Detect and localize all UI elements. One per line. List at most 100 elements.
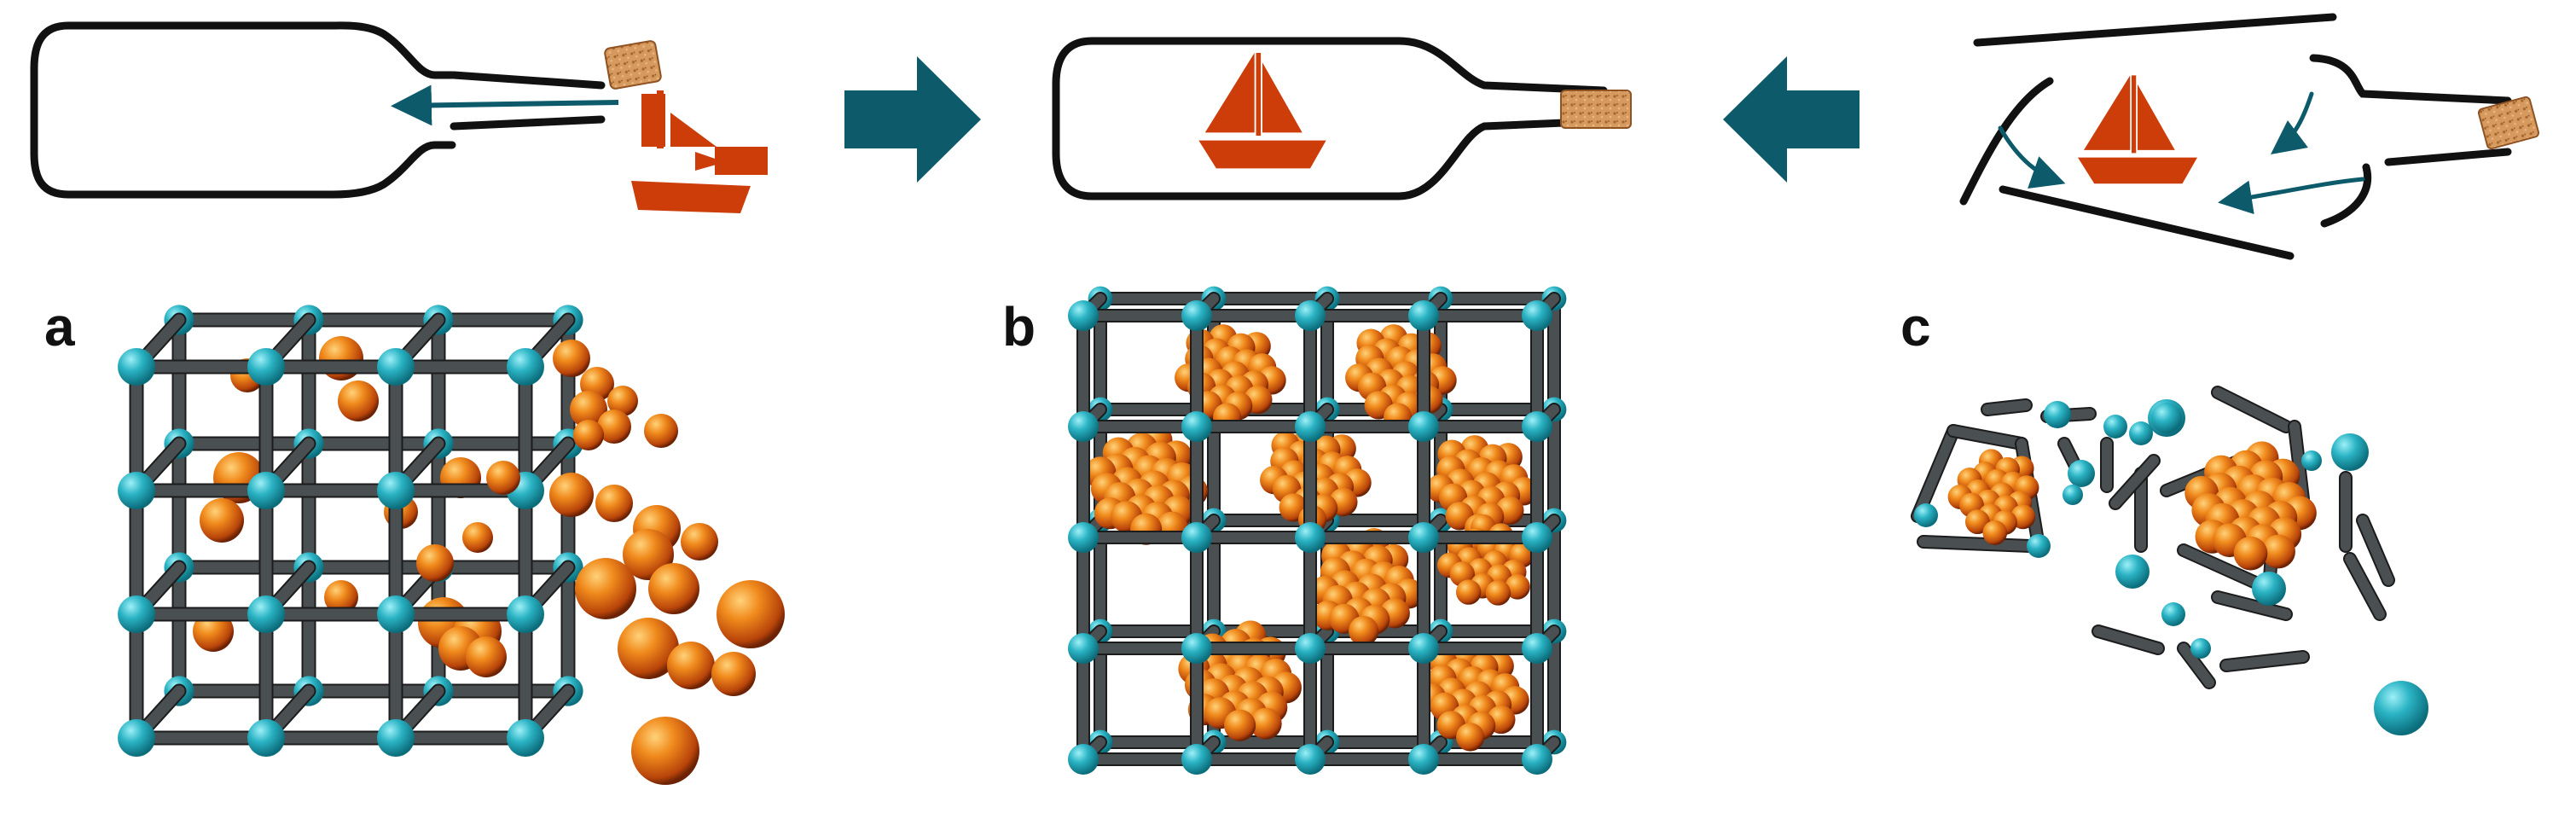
node (1295, 300, 1326, 331)
node (1068, 411, 1099, 442)
node (1068, 633, 1099, 664)
nanoparticle (549, 473, 594, 517)
node (2063, 485, 2083, 505)
nanoparticle (1224, 709, 1256, 741)
nanoparticle (607, 386, 638, 416)
node (2129, 421, 2153, 445)
node (1408, 522, 1439, 553)
node (377, 472, 415, 509)
node (507, 719, 544, 757)
nanoparticle-cluster (1345, 324, 1457, 432)
node (1181, 744, 1212, 775)
sailboat-parts-icon (631, 90, 768, 213)
node (2374, 681, 2428, 735)
nanoparticle (667, 642, 715, 689)
rod-highlight (2289, 421, 2308, 504)
framework-lattice-b (1068, 286, 1567, 775)
nanoparticle-cluster (1418, 644, 1529, 752)
nanoparticle (1505, 574, 1530, 600)
node (507, 348, 544, 386)
rod-highlight (1918, 537, 2035, 551)
node (2331, 433, 2369, 471)
nanoparticle (595, 485, 633, 522)
nanoparticle (2233, 536, 2268, 571)
panel-label-b: b (1002, 296, 1036, 357)
bottle-open-left (30, 21, 768, 213)
node (2044, 401, 2071, 428)
node (1522, 633, 1552, 664)
cork-icon (1560, 90, 1632, 129)
node (2190, 638, 2211, 659)
nanoparticle (711, 652, 756, 696)
rod-highlight (2345, 554, 2385, 619)
rod-highlight (2110, 456, 2159, 508)
nanoparticle-cluster (2184, 441, 2317, 571)
rod-highlight (2358, 515, 2393, 585)
node (247, 719, 285, 757)
nanoparticle (466, 636, 507, 677)
nanoparticle (1455, 723, 1485, 752)
assemble-arrow (2218, 177, 2365, 215)
nanoparticle (648, 563, 699, 614)
nanoparticle (1982, 520, 2008, 545)
rod-highlight (2221, 652, 2308, 671)
rod-highlight (1912, 426, 1958, 521)
rod-highlight (1982, 400, 2031, 415)
node (118, 348, 155, 386)
node (247, 348, 285, 386)
framework-lattice-a (118, 305, 583, 757)
node (118, 472, 155, 509)
nanoparticle-cluster (1436, 514, 1535, 606)
framework-fragments-c (1911, 386, 2428, 735)
node (2027, 534, 2051, 558)
node (1295, 411, 1326, 442)
node (2151, 403, 2182, 433)
node (1181, 300, 1212, 331)
bottle-ship-inside (1052, 37, 1632, 200)
rod-highlight (1948, 426, 2027, 449)
nanoparticle (338, 380, 379, 421)
node (118, 719, 155, 757)
node (377, 595, 415, 633)
nanoparticle-cluster (1426, 435, 1538, 543)
cork-icon (604, 40, 662, 90)
node (1068, 744, 1099, 775)
node (1408, 300, 1439, 331)
node (2301, 450, 2322, 471)
nanoparticle (575, 558, 636, 619)
node (1068, 522, 1099, 553)
node (1522, 300, 1552, 331)
nanoparticle (200, 498, 244, 543)
nanoparticle (1485, 580, 1511, 606)
node (1522, 744, 1552, 775)
nanoparticle (553, 340, 590, 377)
nanoparticle (597, 410, 631, 444)
bottle-assembled-around-ship (1959, 13, 2540, 260)
nanoparticle (644, 414, 678, 448)
nanoparticles-a (462, 340, 785, 785)
node (2161, 602, 2185, 626)
node (118, 595, 155, 633)
node (1295, 744, 1326, 775)
panel-label-c: c (1900, 296, 1931, 357)
nanoparticle (1349, 615, 1379, 647)
nanoparticle (416, 544, 454, 582)
nanoparticle-cluster (1084, 424, 1208, 545)
node (1295, 633, 1326, 664)
node (377, 719, 415, 757)
node (1181, 522, 1212, 553)
node (247, 595, 285, 633)
sailboat-icon (2078, 75, 2197, 184)
node (1068, 300, 1099, 331)
nanoparticle (717, 580, 785, 648)
nanoparticle (2261, 534, 2295, 569)
insert-arrow (391, 84, 619, 126)
assemble-arrow (2271, 91, 2314, 155)
assemble-arrow (1998, 125, 2066, 189)
node (2115, 555, 2150, 589)
nanoparticle (462, 522, 493, 553)
node (1522, 522, 1552, 553)
nanoparticle (324, 580, 358, 614)
node (1181, 633, 1212, 664)
